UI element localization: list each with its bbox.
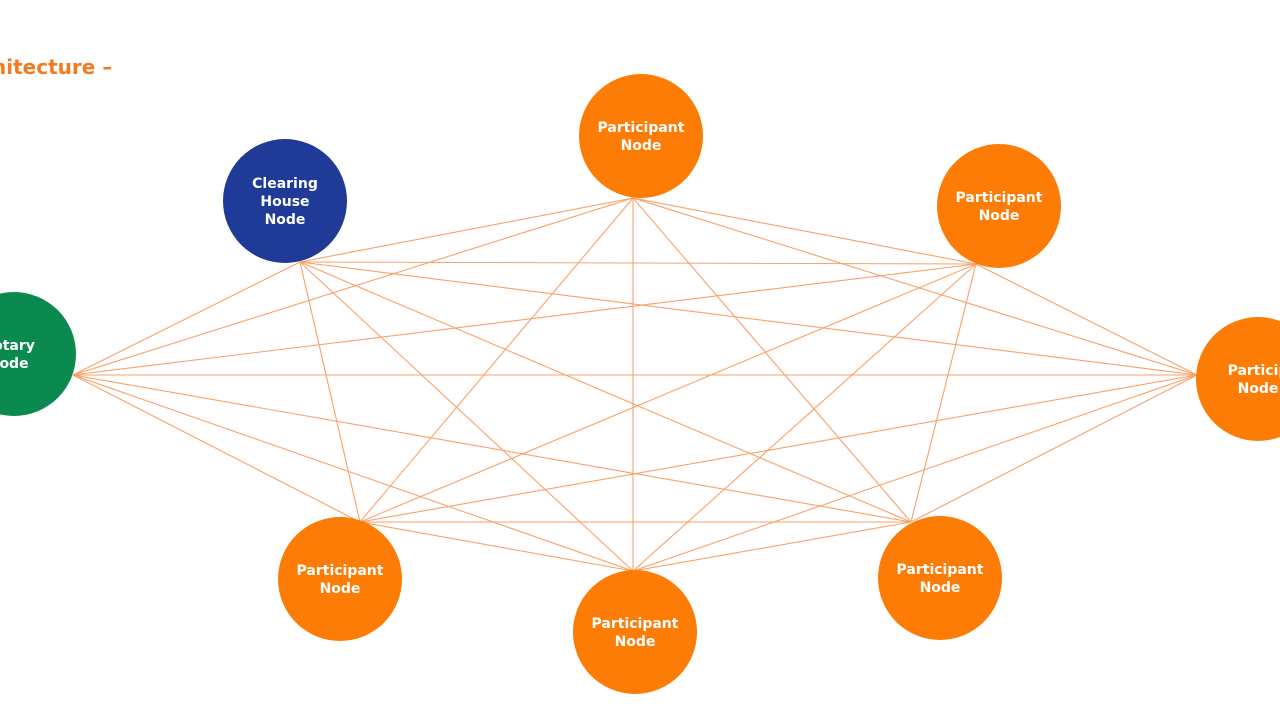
edge-clearing-house-to-participant-bottom-right [299, 261, 912, 523]
node-label-clearing-house-line-2: Node [265, 212, 306, 228]
node-label-participant-right-line-0: Particip [1228, 363, 1280, 379]
edge-participant-top-right-to-participant-bottom [632, 263, 977, 572]
edge-participant-bottom-left-to-participant-bottom [359, 521, 634, 572]
edge-participant-top-right-to-participant-right [975, 263, 1198, 376]
edge-participant-right-to-participant-bottom-left [359, 374, 1198, 523]
edge-notary-to-participant-bottom-left [72, 374, 361, 523]
edge-participant-bottom-to-participant-bottom-right [632, 521, 912, 572]
node-label-notary-line-1: ode [0, 356, 29, 372]
edge-participant-top-to-participant-bottom-left [359, 197, 634, 523]
edge-clearing-house-to-participant-bottom-left [299, 261, 361, 523]
node-label-participant-bottom-left-line-0: Participant [297, 563, 384, 579]
edge-participant-top-to-participant-bottom-right [632, 197, 912, 523]
node-circle-participant-top-right [937, 144, 1061, 268]
edge-clearing-house-to-participant-top [299, 197, 634, 263]
node-circle-notary [0, 292, 76, 416]
edges-layer [72, 197, 1198, 572]
node-circle-participant-right [1196, 317, 1280, 441]
edge-notary-to-participant-top [72, 197, 634, 376]
node-label-participant-bottom-line-0: Participant [592, 616, 679, 632]
edge-notary-to-clearing-house [72, 261, 301, 376]
edge-participant-right-to-participant-bottom-right [910, 374, 1198, 523]
node-circle-clearing-house [223, 139, 347, 263]
edge-participant-top-to-participant-top-right [632, 197, 977, 265]
node-circle-participant-bottom [573, 570, 697, 694]
node-notary: otary ode [0, 292, 76, 416]
node-label-clearing-house-line-1: House [260, 194, 309, 210]
edge-notary-to-participant-bottom [72, 374, 634, 572]
node-label-clearing-house-line-0: Clearing [252, 176, 318, 192]
edge-clearing-house-to-participant-right [299, 261, 1198, 376]
node-label-notary-line-0: otary [0, 338, 35, 354]
node-label-participant-top-right-line-0: Participant [956, 190, 1043, 206]
edge-participant-right-to-participant-bottom [632, 374, 1198, 572]
node-label-participant-top-line-0: Participant [598, 120, 685, 136]
node-circle-participant-bottom-left [278, 517, 402, 641]
edge-participant-top-right-to-participant-bottom-right [910, 263, 977, 523]
node-label-participant-bottom-right-line-0: Participant [897, 562, 984, 578]
edge-clearing-house-to-participant-bottom [299, 261, 634, 572]
node-label-participant-bottom-line-1: Node [615, 634, 656, 650]
edge-notary-to-participant-top-right [72, 263, 977, 376]
edge-clearing-house-to-participant-top-right [299, 261, 977, 265]
edge-participant-top-right-to-participant-bottom-left [359, 263, 977, 523]
edge-notary-to-participant-bottom-right [72, 374, 912, 523]
nodes-layer: otaryodeClearingHouseNodeParticipantNode… [0, 74, 1280, 694]
diagram-title: hitecture – [0, 55, 112, 79]
node-label-participant-top-right-line-1: Node [979, 208, 1020, 224]
node-circle-participant-bottom-right [878, 516, 1002, 640]
node-circle-participant-top [579, 74, 703, 198]
node-label-participant-top-line-1: Node [621, 138, 662, 154]
node-label-participant-right-line-1: Node [1238, 381, 1279, 397]
node-participant-right: ParticipNode [1196, 317, 1280, 441]
node-label-participant-bottom-right-line-1: Node [920, 580, 961, 596]
node-label-participant-bottom-left-line-1: Node [320, 581, 361, 597]
edge-participant-top-to-participant-right [632, 197, 1198, 376]
